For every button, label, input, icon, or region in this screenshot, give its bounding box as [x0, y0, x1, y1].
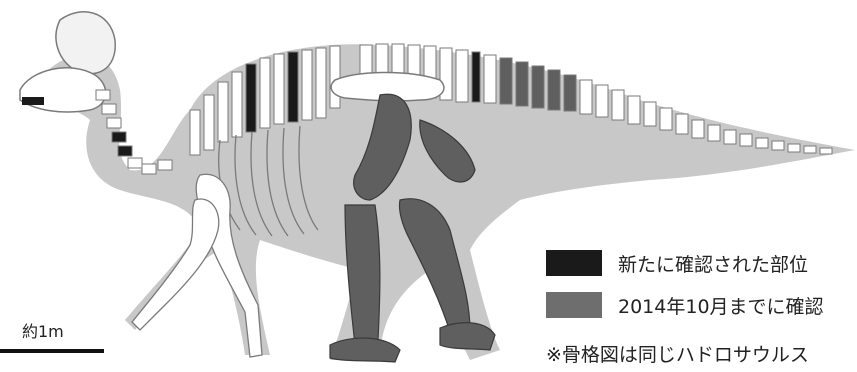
legend-label-confirmed: 2014年10月までに確認 — [618, 292, 824, 319]
skull-new-part — [22, 97, 44, 105]
hind-foot — [330, 338, 400, 362]
skull — [20, 68, 106, 112]
far-hind-foot — [440, 323, 495, 350]
legend-note: ※骨格図は同じハドロサウルス — [546, 340, 809, 367]
scale-bar — [0, 349, 104, 353]
legend-swatch-new — [546, 250, 602, 276]
scale-label: 約1m — [22, 318, 64, 342]
legend-item-new: 新たに確認された部位 — [546, 249, 808, 277]
legend-label-new: 新たに確認された部位 — [618, 250, 808, 277]
legend-item-confirmed: 2014年10月までに確認 — [546, 291, 824, 319]
legend-swatch-confirmed — [546, 292, 602, 318]
